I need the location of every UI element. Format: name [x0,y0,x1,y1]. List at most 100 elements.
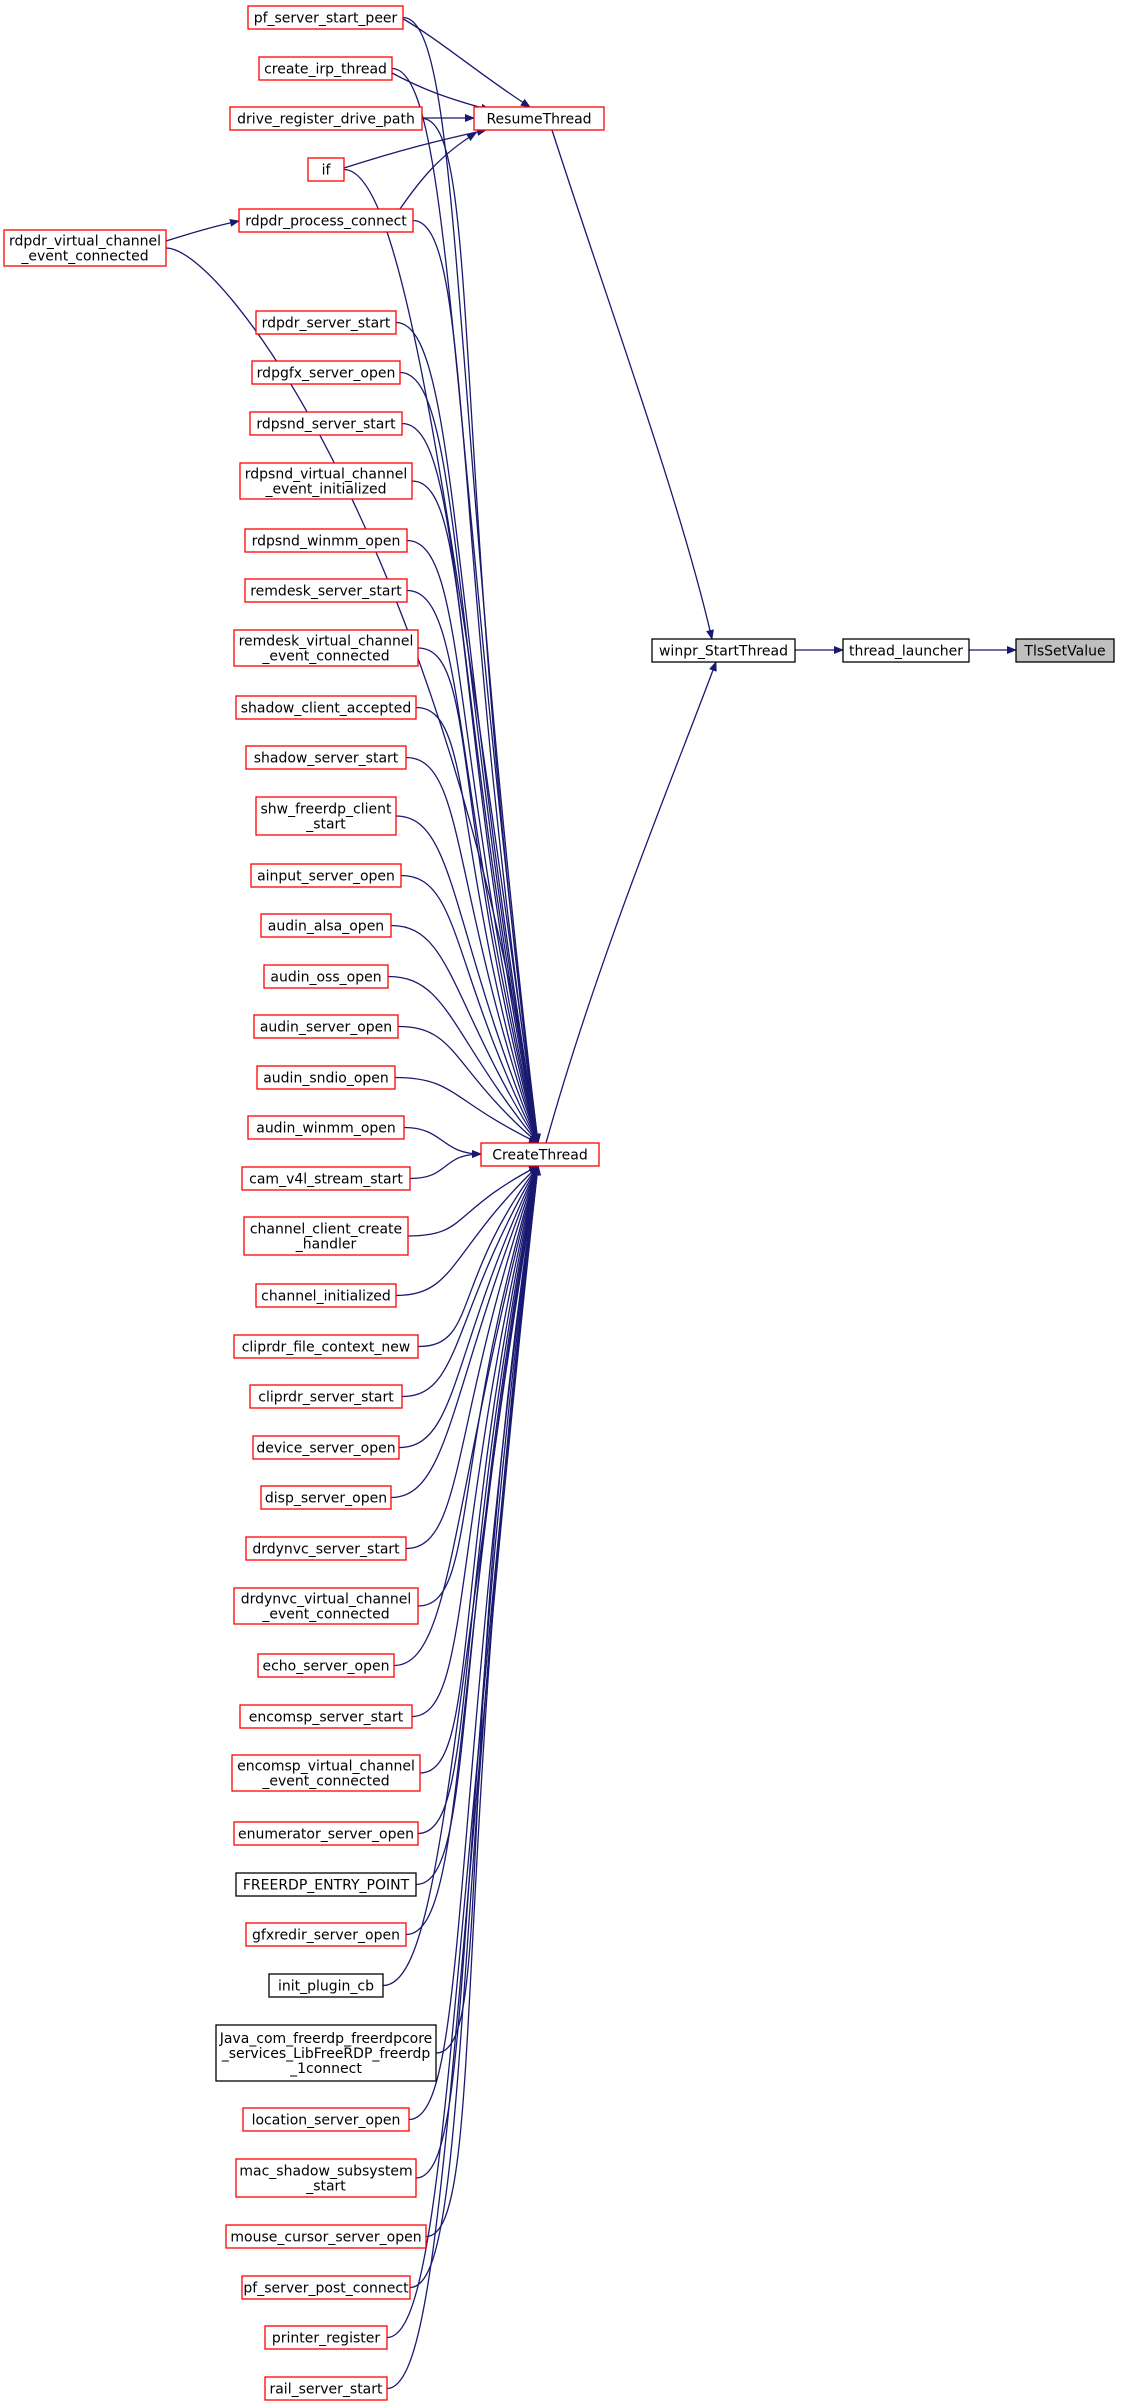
node-mac-shadow-subsystem-start[interactable]: mac_shadow_subsystem_start [235,2158,417,2198]
node-rdpgfx-server-open[interactable]: rdpgfx_server_open [251,360,401,385]
node-gfxredir-server-open[interactable]: gfxredir_server_open [245,1922,407,1947]
edge-remdesk-virtual-channel-event-connected-to-createthread [417,647,540,1144]
node-create-irp-thread[interactable]: create_irp_thread [258,56,393,81]
node-shadow-client-accepted[interactable]: shadow_client_accepted [235,695,417,720]
node-box [244,528,408,553]
node-enumerator-server-open[interactable]: enumerator_server_open [233,1821,419,1846]
edge-rail-server-start-to-createthread [386,1165,541,2390]
node-shw-freerdp-client-start[interactable]: shw_freerdp_client_start [255,796,397,836]
node-label: _1connect [289,2061,362,2077]
edge-rdpdr-process-connect-to-resumethread [399,132,477,210]
node-cliprdr-file-context-new[interactable]: cliprdr_file_context_new [233,1334,419,1359]
node-ainput-server-open[interactable]: ainput_server_open [250,863,402,888]
edge-rdpsnd-winmm-open-to-createthread [406,539,540,1144]
node-audin-sndio-open[interactable]: audin_sndio_open [256,1065,396,1090]
node-label: mouse_cursor_server_open [230,2230,421,2246]
node-cam-v4l-stream-start[interactable]: cam_v4l_stream_start [241,1166,411,1191]
node-encomsp-server-start[interactable]: encomsp_server_start [239,1704,413,1729]
edge-audin-sndio-open-to-createthread [394,1076,539,1144]
node-java-com-freerdp-connect[interactable]: Java_com_freerdp_freerdpcore_services_Li… [215,2024,437,2082]
node-audin-alsa-open[interactable]: audin_alsa_open [260,913,392,938]
node-rail-server-start[interactable]: rail_server_start [264,2376,388,2401]
node-location-server-open[interactable]: location_server_open [242,2107,410,2132]
node-init-plugin-cb[interactable]: init_plugin_cb [268,1973,384,1998]
edge-rdpdr-virtual-channel-event-connected-to-rdpdr-process-connect [165,218,240,242]
node-label: _start [305,2179,346,2195]
node-rdpsnd-winmm-open[interactable]: rdpsnd_winmm_open [244,528,408,553]
node-label: audin_oss_open [270,970,381,986]
node-channel-initialized[interactable]: channel_initialized [255,1283,397,1308]
node-label: enumerator_server_open [238,1827,414,1843]
node-box [233,1334,419,1359]
node-label: init_plugin_cb [278,1979,374,1995]
node-device-server-open[interactable]: device_server_open [252,1435,400,1460]
node-createthread[interactable]: CreateThread [480,1142,600,1167]
node-label: _handler [295,1237,357,1253]
node-winpr-startthread[interactable]: winpr_StartThread [651,638,796,663]
node-box [233,1821,419,1846]
node-box [247,5,404,30]
node-label: rdpdr_process_connect [245,214,407,230]
node-resumethread[interactable]: ResumeThread [473,106,605,131]
node-rdpsnd-virtual-channel-event-initialized[interactable]: rdpsnd_virtual_channel_event_initialized [239,462,413,500]
node-thread-launcher[interactable]: thread_launcher [842,638,970,663]
node-remdesk-server-start[interactable]: remdesk_server_start [244,578,408,603]
node-channel-client-create-handler[interactable]: channel_client_create_handler [243,1216,409,1256]
edge-if-to-createthread [343,168,541,1144]
node-box [244,578,408,603]
node-box [241,2275,411,2300]
node-label: cliprdr_file_context_new [242,1340,411,1356]
node-box [235,1872,417,1897]
node-box [255,796,397,836]
node-label: audin_server_open [260,1020,392,1036]
edge-ainput-server-open-to-createthread [400,874,539,1144]
node-box [264,2376,388,2401]
edge-channel-initialized-to-createthread [395,1165,539,1297]
node-box [251,360,401,385]
node-encomsp-virtual-channel-event-connected[interactable]: encomsp_virtual_channel_event_connected [231,1754,421,1792]
node-rdpsnd-server-start[interactable]: rdpsnd_server_start [249,411,403,436]
node-audin-winmm-open[interactable]: audin_winmm_open [247,1115,405,1140]
node-label: device_server_open [256,1441,395,1457]
node-box [260,1485,392,1510]
node-drdynvc-virtual-channel-event-connected[interactable]: drdynvc_virtual_channel_event_connected [233,1587,419,1625]
node-drdynvc-server-start[interactable]: drdynvc_server_start [245,1536,407,1561]
edge-remdesk-server-start-to-createthread [406,589,540,1144]
node-box [242,2107,410,2132]
node-label: pf_server_start_peer [254,11,398,27]
node-rdpdr-process-connect[interactable]: rdpdr_process_connect [238,208,414,233]
node-if[interactable]: if [307,157,345,182]
edges-layer [165,16,1017,2390]
node-label: rdpsnd_server_start [256,417,396,433]
node-pf-server-start-peer[interactable]: pf_server_start_peer [247,5,404,30]
node-box [235,2158,417,2198]
node-pf-server-post-connect[interactable]: pf_server_post_connect [241,2275,411,2300]
edge-location-server-open-to-createthread [408,1165,541,2121]
node-disp-server-open[interactable]: disp_server_open [260,1485,392,1510]
node-drive-register-drive-path[interactable]: drive_register_drive_path [229,106,423,131]
nodes-layer: TlsSetValue thread_launcher winpr_StartThr… [3,5,1115,2401]
node-echo-server-open[interactable]: echo_server_open [257,1653,395,1678]
node-box [238,208,414,233]
node-audin-oss-open[interactable]: audin_oss_open [263,964,389,989]
node-printer-register[interactable]: printer_register [264,2325,388,2350]
node-label: _event_connected [261,1774,389,1790]
node-tlssetvalue[interactable]: TlsSetValue [1015,638,1115,663]
node-label: encomsp_server_start [249,1710,404,1726]
node-box [231,1754,421,1792]
node-label: drive_register_drive_path [237,112,415,128]
node-cliprdr-server-start[interactable]: cliprdr_server_start [249,1384,403,1409]
node-shadow-server-start[interactable]: shadow_server_start [245,745,407,770]
node-mouse-cursor-server-open[interactable]: mouse_cursor_server_open [225,2224,427,2249]
edge-rdpgfx-server-open-to-createthread [399,371,541,1144]
edge-cam-v4l-stream-start-to-createthread [409,1150,482,1180]
node-box [247,1115,405,1140]
node-remdesk-virtual-channel-event-connected[interactable]: remdesk_virtual_channel_event_connected [233,629,419,667]
node-freerdp-entry-point[interactable]: FREERDP_ENTRY_POINT [235,1872,417,1897]
node-label: shadow_server_start [254,751,399,767]
node-rdpdr-server-start[interactable]: rdpdr_server_start [255,310,397,335]
node-rdpdr-virtual-channel-event-connected[interactable]: rdpdr_virtual_channel_event_connected [3,229,167,267]
node-audin-server-open[interactable]: audin_server_open [253,1014,399,1039]
node-box [3,229,167,267]
node-box [651,638,796,663]
